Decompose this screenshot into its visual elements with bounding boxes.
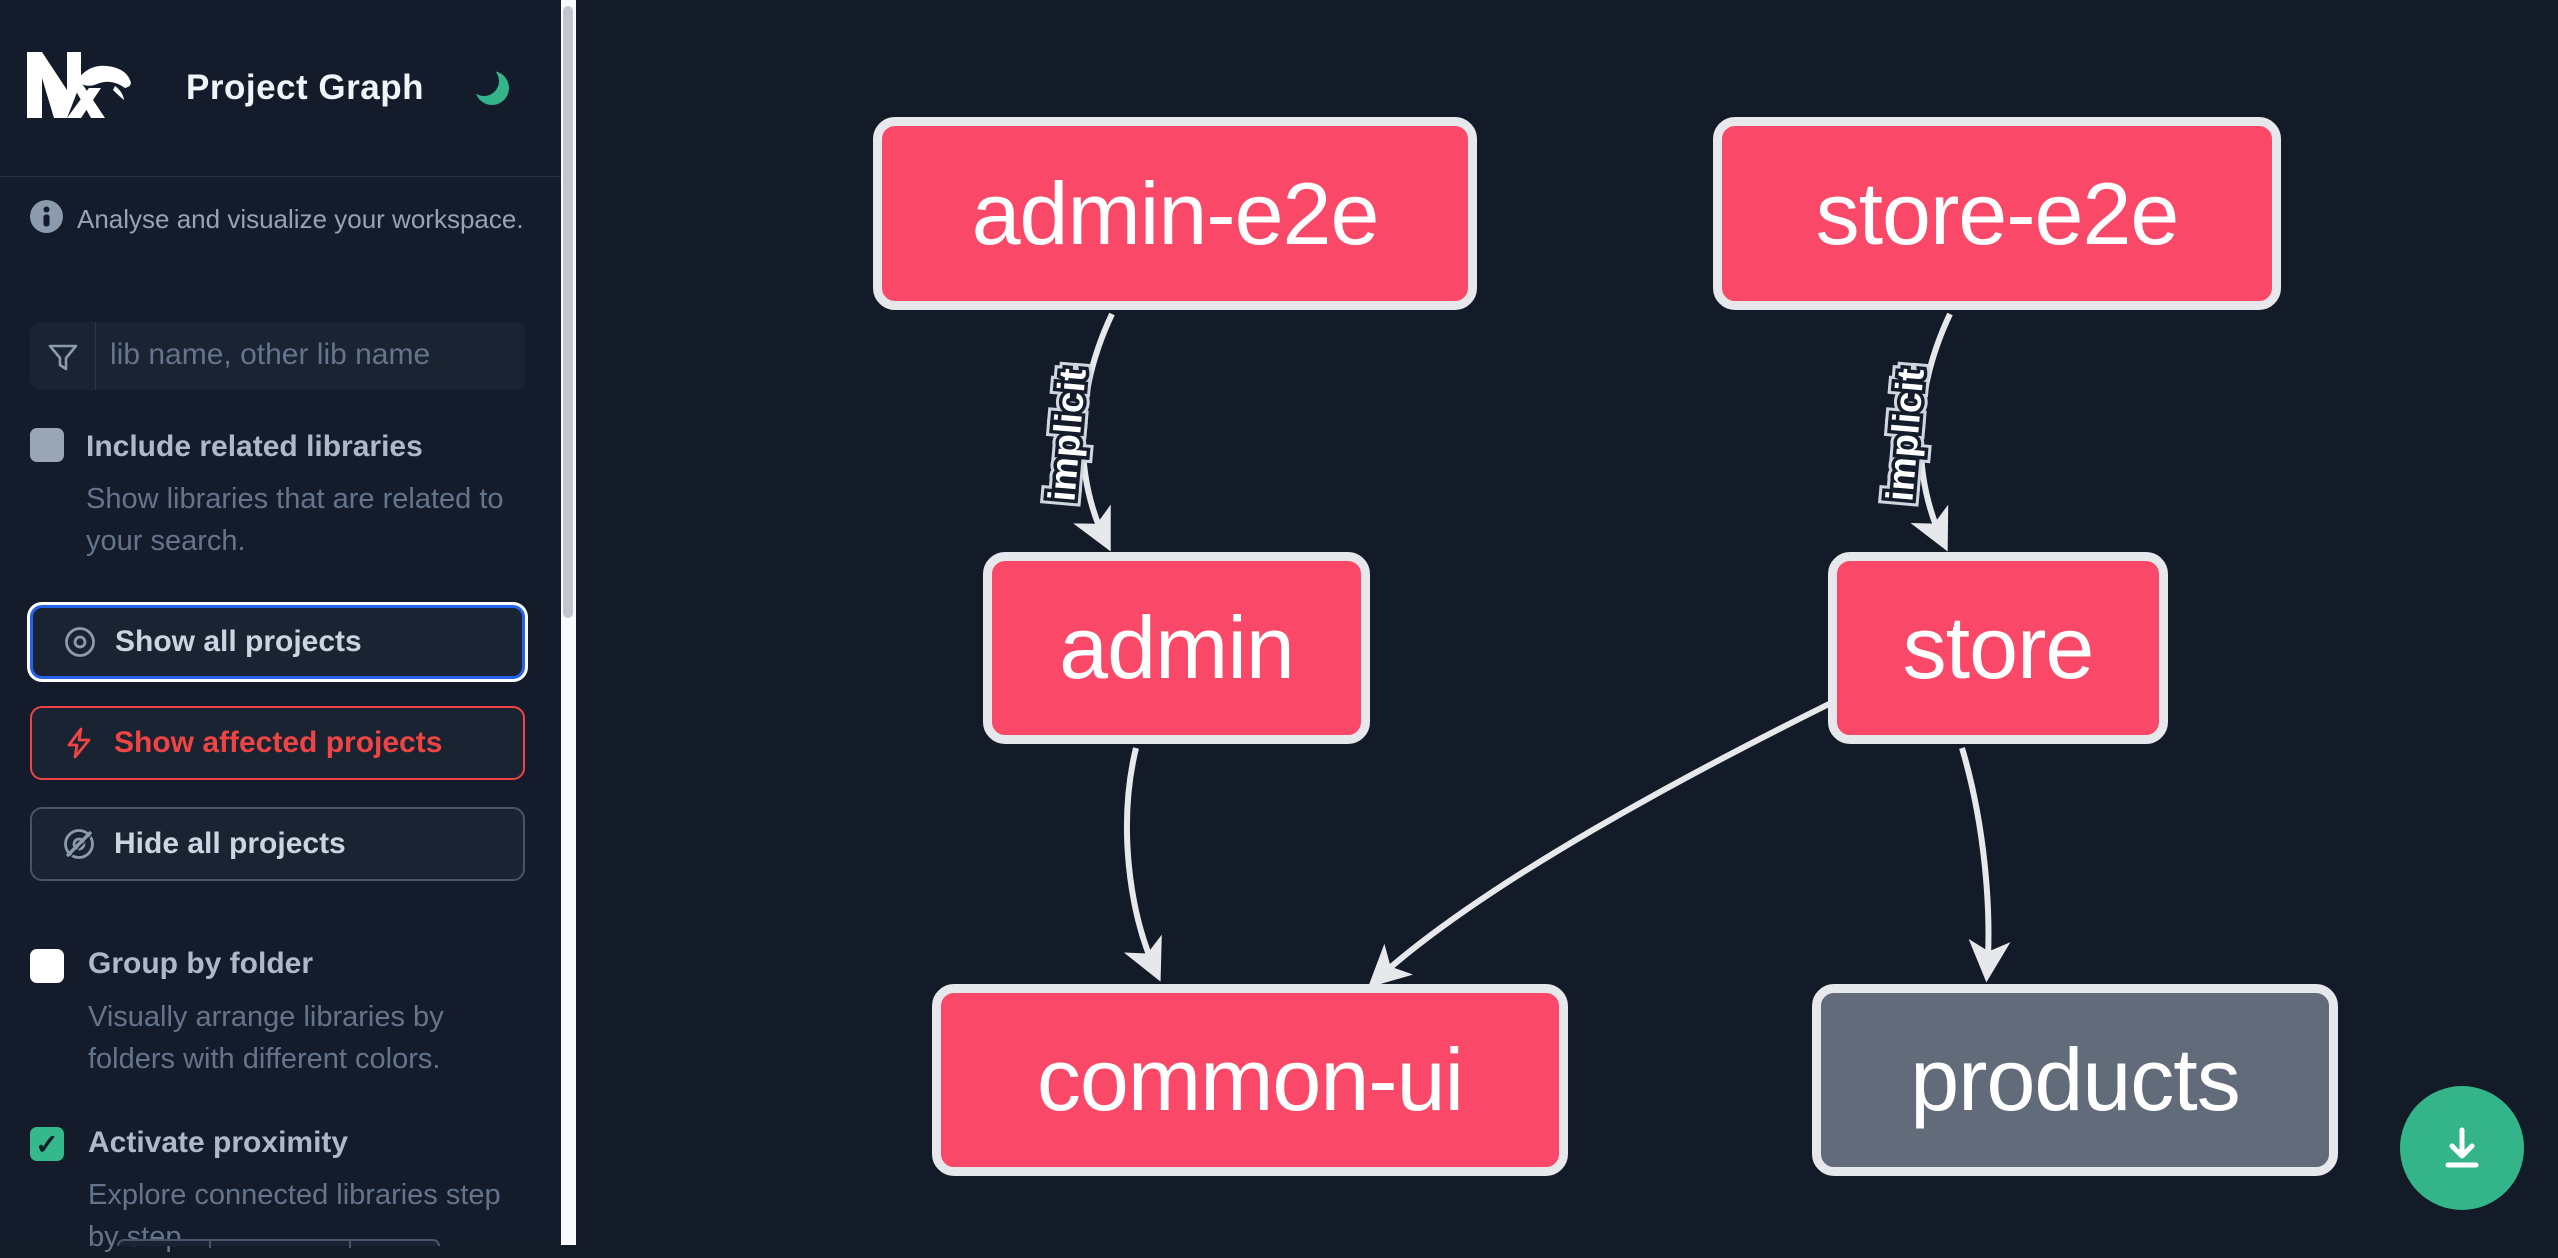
activate-proximity-label: Activate proximity — [88, 1126, 349, 1159]
intro-text: Analyse and visualize your workspace. — [77, 204, 524, 234]
include-related-description: Show libraries that are related to your … — [86, 483, 504, 557]
eye-icon — [65, 627, 95, 657]
graph-node-admin-e2e[interactable]: admin-e2e — [873, 117, 1477, 310]
hide-all-projects-button[interactable]: Hide all projects — [30, 807, 525, 881]
sidebar: Project Graph Analyse and visualize your… — [0, 0, 561, 1253]
search-box — [30, 322, 525, 390]
intro-row: Analyse and visualize your workspace. — [30, 200, 550, 236]
include-related-label: Include related libraries — [86, 430, 423, 463]
download-icon — [2445, 1127, 2479, 1168]
hide-all-projects-label: Hide all projects — [114, 827, 346, 860]
group-by-folder-description: Visually arrange libraries by folders wi… — [88, 1001, 444, 1075]
show-all-projects-label: Show all projects — [115, 625, 362, 658]
group-by-folder-checkbox[interactable] — [30, 949, 64, 983]
show-affected-projects-button[interactable]: Show affected projects — [30, 706, 525, 780]
sidebar-scrollbar-thumb[interactable] — [563, 6, 573, 618]
sidebar-scrollbar-track[interactable] — [561, 0, 576, 1245]
edge-store-common-ui[interactable] — [1367, 701, 1831, 988]
edge-admin-e2e-admin[interactable] — [1073, 312, 1115, 552]
edge-store-e2e-store[interactable] — [1910, 312, 1953, 552]
info-icon — [30, 200, 63, 233]
group-by-folder-label: Group by folder — [88, 947, 313, 980]
header-divider — [0, 176, 561, 177]
edge-admin-common-ui[interactable] — [1123, 747, 1162, 982]
filter-icon-cell — [30, 322, 96, 390]
edge-store-products[interactable] — [1959, 747, 2011, 983]
show-affected-projects-label: Show affected projects — [114, 726, 443, 759]
graph-node-admin[interactable]: admin — [983, 552, 1370, 744]
graph-node-store[interactable]: store — [1828, 552, 2168, 744]
dark-mode-moon-icon[interactable] — [470, 66, 514, 110]
search-input[interactable] — [108, 330, 508, 380]
download-image-button[interactable] — [2400, 1086, 2524, 1210]
show-all-projects-button[interactable]: Show all projects — [30, 605, 525, 679]
graph-node-common-ui[interactable]: common-ui — [932, 984, 1568, 1176]
page-title: Project Graph — [186, 68, 424, 107]
filter-funnel-icon — [48, 344, 78, 371]
nx-logo — [27, 52, 131, 118]
graph-node-products[interactable]: products — [1812, 984, 2338, 1176]
include-related-checkbox[interactable] — [30, 428, 64, 462]
graph-node-store-e2e[interactable]: store-e2e — [1713, 117, 2281, 310]
activate-proximity-checkbox[interactable]: ✓ — [30, 1127, 64, 1161]
eye-slash-icon — [64, 829, 94, 859]
bolt-icon — [67, 727, 91, 759]
